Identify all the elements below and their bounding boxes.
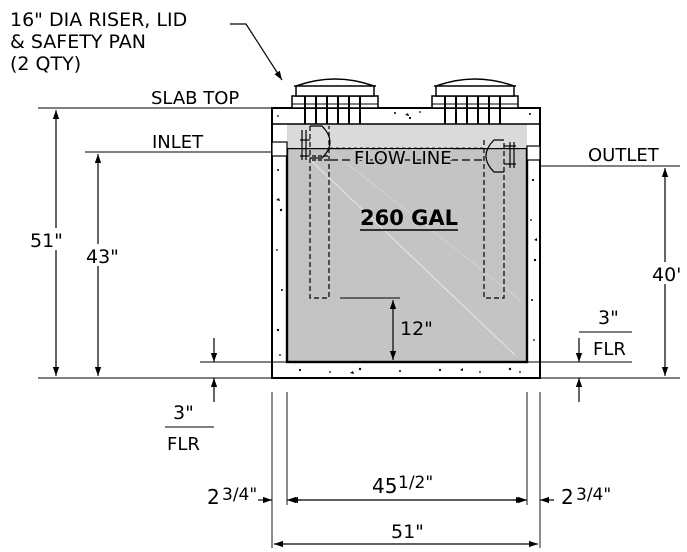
dim-overall-height: 51" [30, 230, 63, 252]
flr-left-value: 3" [173, 402, 194, 424]
outlet-label: OUTLET [588, 145, 660, 166]
flr-right-value: 3" [598, 307, 619, 329]
callout-line-2: & SAFETY PAN [10, 31, 146, 53]
callout-leader [230, 23, 283, 81]
glare-line [299, 149, 516, 356]
riser-right [431, 78, 519, 124]
wall-right-fraction: 3/4" [576, 485, 611, 505]
outlet-opening [526, 145, 541, 161]
wall-left-fraction: 3/4" [222, 485, 257, 505]
wall-right-whole: 2 [561, 485, 574, 509]
dim-inlet-drop: 12" [400, 318, 433, 340]
inlet-tee [300, 125, 331, 299]
dim-43-mask [84, 244, 124, 266]
dim-outlet-height: 40' [652, 264, 681, 286]
extension-lines [271, 392, 541, 548]
outlet-tee [483, 139, 516, 299]
tank [271, 107, 541, 379]
dim-interior-mask [368, 470, 450, 496]
slab-top-label: SLAB TOP [151, 88, 239, 109]
dim-inlet-height: 43" [86, 246, 119, 268]
capacity-label: 260 GAL [360, 206, 458, 230]
inlet-label: INLET [152, 132, 204, 153]
air-space [287, 124, 527, 148]
interior-width-whole: 45 [372, 474, 397, 498]
flr-right-label: FLR [593, 339, 626, 360]
riser-left [291, 78, 379, 124]
wall-left-whole: 2 [207, 485, 220, 509]
dim-40-mask [648, 262, 687, 284]
callout-line-1: 16" DIA RISER, LID [10, 9, 187, 31]
glare-line [329, 149, 521, 301]
flow-line-label: FLOW LINE [354, 148, 452, 169]
concrete-texture [276, 111, 537, 374]
water-volume [285, 146, 529, 364]
interior-width-fraction: 1/2" [398, 473, 433, 493]
flr-left-label: FLR [167, 434, 200, 455]
overall-width-value: 51" [391, 521, 424, 543]
dim-51-mask [28, 228, 62, 250]
callout-line-3: (2 QTY) [10, 53, 81, 75]
inlet-opening [271, 141, 288, 157]
